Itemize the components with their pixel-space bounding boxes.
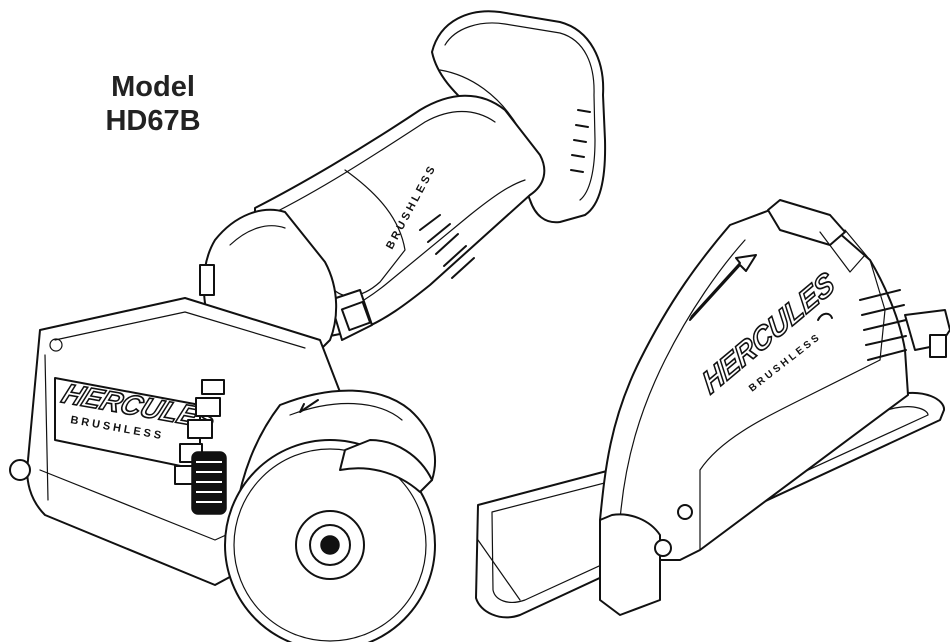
model-label-line1: Model: [111, 71, 195, 103]
guard-shell: [599, 209, 909, 561]
pivot-bolt: [654, 539, 672, 557]
side-button: [195, 397, 221, 417]
direction-arrow: [689, 254, 757, 321]
side-button: [201, 379, 225, 395]
side-button: [187, 419, 213, 439]
adjust-knob: [677, 504, 693, 520]
direction-arrow: [299, 399, 319, 413]
rotation-symbol: [817, 312, 833, 321]
blade-assembly: [224, 389, 436, 642]
front-nozzle: [599, 513, 661, 616]
top-port: [767, 199, 846, 246]
arbor-nut: [320, 535, 340, 555]
model-label: Model HD67B: [78, 70, 228, 138]
side-knob: [199, 264, 215, 296]
dust-guard-base: HERCULES BRUSHLESS: [475, 199, 950, 619]
front-knob: [9, 459, 31, 481]
lock-button: [340, 300, 372, 332]
model-label-line2: HD67B: [105, 105, 201, 137]
clamp-knob: [929, 334, 947, 358]
cut-off-saw: BRUSHLESS HERCULES BRUSHLESS: [9, 10, 607, 642]
